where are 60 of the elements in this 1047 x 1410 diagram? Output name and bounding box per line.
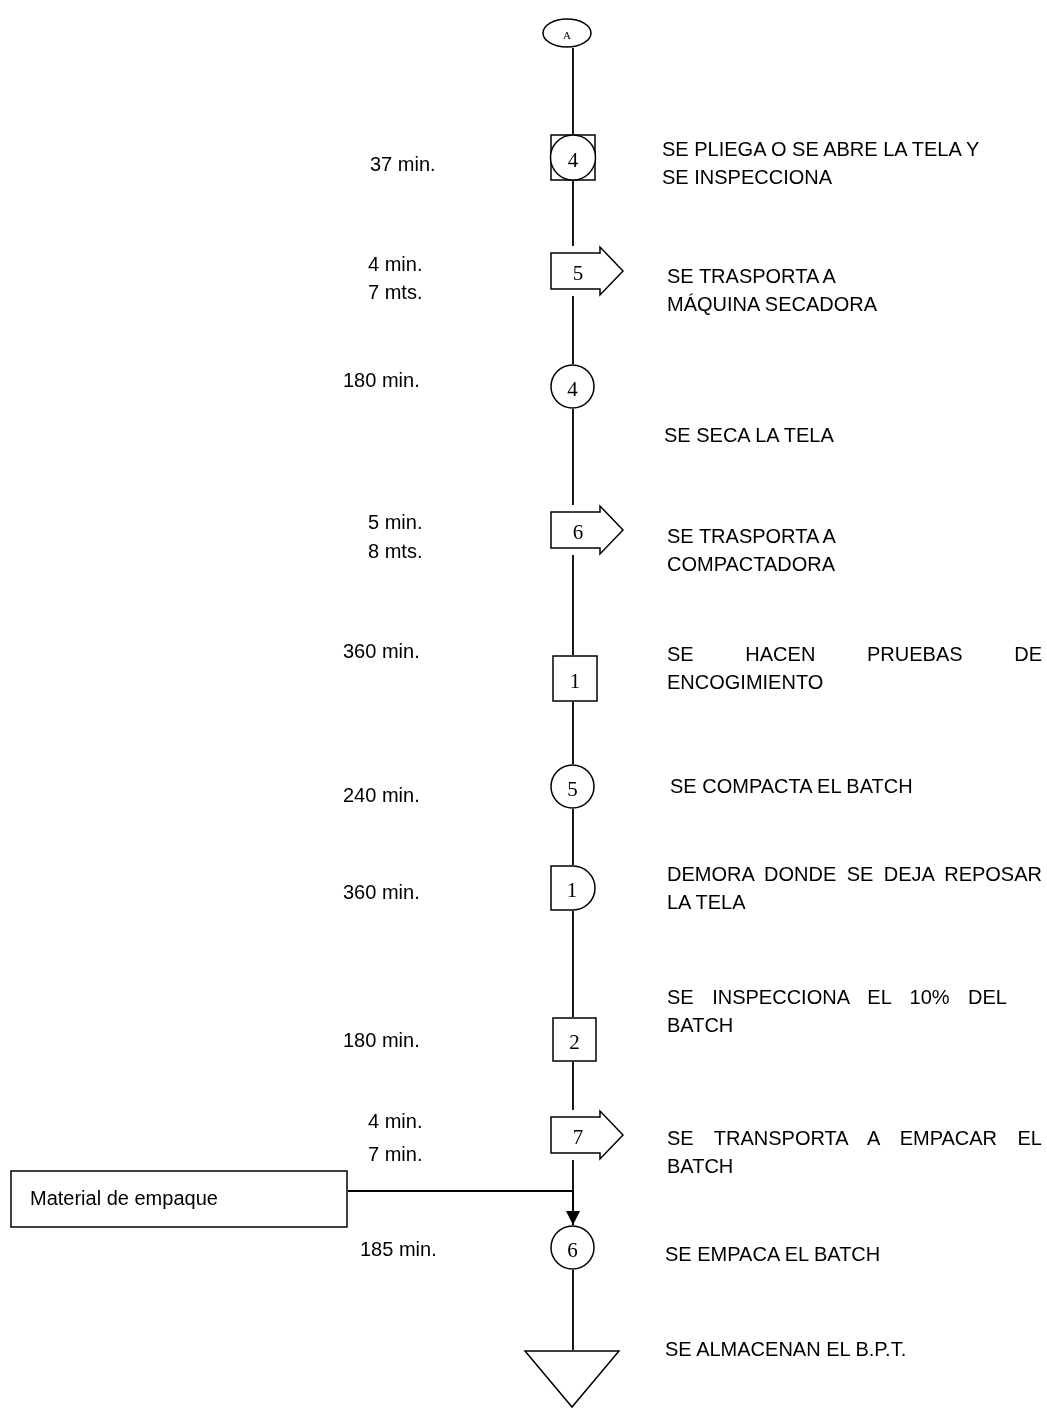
time-label: 5 min. bbox=[368, 510, 423, 535]
connector-line bbox=[572, 1269, 574, 1351]
operation-circle bbox=[550, 1225, 595, 1270]
connector-line bbox=[572, 808, 574, 866]
time-label: 180 min. bbox=[343, 368, 420, 393]
time-label: 360 min. bbox=[343, 880, 420, 905]
step-description: SE TRASPORTA A COMPACTADORA bbox=[667, 524, 837, 577]
input-label: Material de empaque bbox=[30, 1186, 218, 1211]
step-number: 4 bbox=[567, 378, 578, 399]
step-description: SE SECA LA TELA bbox=[664, 423, 835, 448]
arrow bbox=[347, 1190, 580, 1226]
time-label: 7 min. bbox=[368, 1142, 423, 1167]
transport-arrow bbox=[550, 505, 624, 555]
step-description: SE ALMACENAN EL B.P.T. bbox=[665, 1337, 908, 1362]
step-description: SE HACEN PRUEBAS DE ENCOGIMIENTO bbox=[667, 642, 1042, 695]
input-box bbox=[10, 1170, 348, 1228]
operation-inspection-symbol bbox=[550, 134, 596, 181]
connector-line bbox=[572, 554, 574, 656]
connector-line bbox=[572, 295, 574, 365]
step-number: 2 bbox=[569, 1031, 580, 1052]
time-label: 4 min. bbox=[368, 1109, 423, 1134]
step-number: 6 bbox=[567, 1239, 578, 1260]
step-description: SE EMPACA EL BATCH bbox=[665, 1242, 882, 1267]
time-label: 180 min. bbox=[343, 1028, 420, 1053]
step-description: SE COMPACTA EL BATCH bbox=[670, 774, 914, 799]
delay-symbol bbox=[550, 865, 596, 911]
transport-arrow bbox=[550, 246, 624, 296]
time-label: 360 min. bbox=[343, 639, 420, 664]
operation-circle bbox=[550, 364, 595, 409]
time-label: 185 min. bbox=[360, 1237, 437, 1262]
step-description: SE TRASPORTA A MÁQUINA SECADORA bbox=[667, 264, 879, 317]
connector-line bbox=[572, 910, 574, 1018]
time-label: 7 mts. bbox=[368, 280, 423, 305]
step-number: 1 bbox=[566, 879, 578, 901]
transport-arrow bbox=[550, 1110, 624, 1160]
connector-line bbox=[572, 701, 574, 765]
time-label: 4 min. bbox=[368, 252, 423, 277]
connector-letter: A bbox=[563, 29, 571, 41]
step-description: DEMORA DONDE SE DEJA REPOSAR LA TELA bbox=[667, 862, 1042, 915]
step-number: 1 bbox=[569, 670, 581, 691]
step-number: 6 bbox=[572, 521, 584, 543]
connector-oval bbox=[542, 18, 592, 48]
storage-triangle bbox=[524, 1350, 620, 1408]
step-number: 5 bbox=[572, 262, 584, 284]
connector-line bbox=[572, 47, 574, 135]
step-number: 4 bbox=[567, 149, 579, 170]
inspection-square bbox=[552, 1017, 597, 1062]
step-number: 7 bbox=[572, 1126, 584, 1148]
step-description: SE TRANSPORTA A EMPACAR EL BATCH bbox=[667, 1126, 1042, 1179]
connector-line bbox=[572, 408, 574, 506]
operation-circle bbox=[550, 764, 595, 809]
step-number: 5 bbox=[567, 778, 578, 799]
step-description: SE PLIEGA O SE ABRE LA TELA Y SE INSPECCIONA bbox=[662, 137, 980, 190]
time-label: 37 min. bbox=[370, 152, 436, 177]
connector-line bbox=[572, 180, 574, 247]
step-description: SE INSPECCIONA EL 10% DEL BATCH bbox=[667, 985, 1007, 1038]
time-label: 240 min. bbox=[343, 783, 420, 808]
time-label: 8 mts. bbox=[368, 539, 423, 564]
inspection-square bbox=[552, 655, 598, 702]
connector-line bbox=[572, 1061, 574, 1111]
